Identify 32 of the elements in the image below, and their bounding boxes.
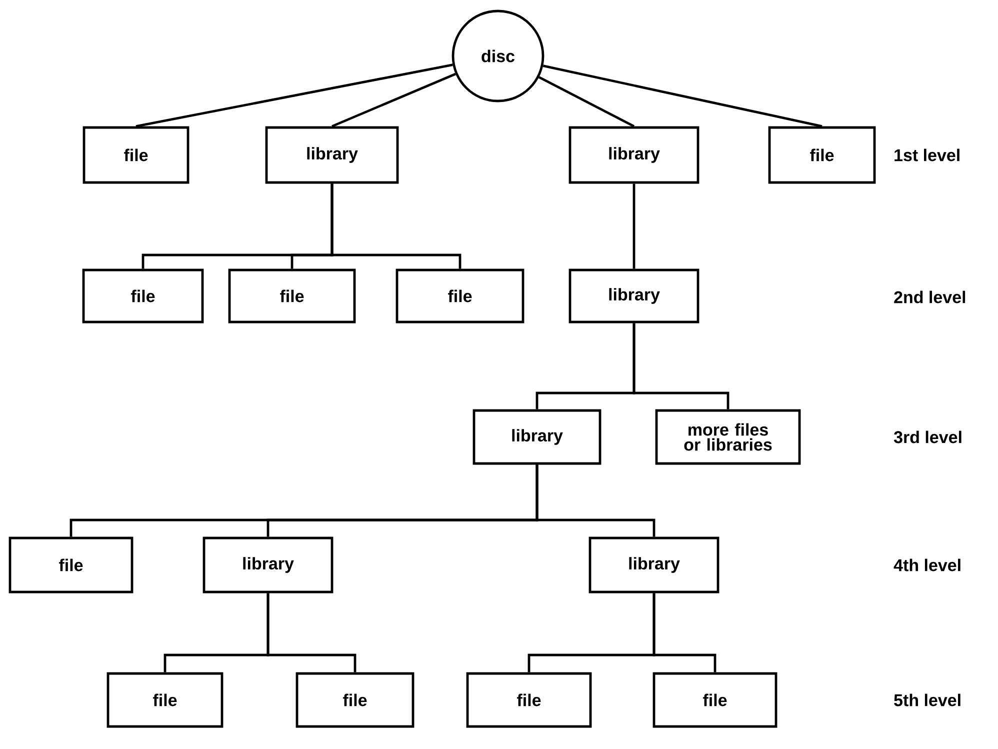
tree-box: file: [466, 672, 592, 728]
tree-box: file: [768, 126, 876, 184]
tree-box: file: [652, 672, 778, 728]
tree-box: library: [568, 126, 700, 184]
tree-box: file: [82, 268, 204, 324]
tree-box: library: [202, 536, 334, 594]
tree-box: file: [106, 672, 224, 728]
level-label: 2nd level: [894, 290, 966, 304]
connector-line: [542, 64, 822, 128]
connector-line: [330, 184, 462, 269]
tree-box: library: [588, 536, 720, 594]
tree-box: file: [82, 126, 190, 184]
connector-line: [266, 593, 356, 672]
connector-line: [632, 323, 730, 410]
connector-line: [652, 593, 716, 672]
tree-box: file: [296, 672, 414, 728]
tree-box: library: [472, 409, 602, 465]
tree-box: file: [396, 268, 524, 324]
connector-line: [632, 184, 636, 269]
tree-box: file: [8, 536, 134, 594]
level-label: 3rd level: [894, 430, 962, 444]
tree-box: library: [265, 126, 399, 184]
connector-line: [136, 64, 453, 128]
level-label: 5th level: [894, 694, 960, 706]
tree-box: file: [228, 268, 356, 324]
tree-box: library: [568, 268, 700, 324]
tree-box: more files or libraries: [655, 409, 801, 465]
connector-line: [332, 72, 456, 128]
connector-line: [538, 76, 635, 128]
level-label: 4th level: [894, 558, 960, 572]
connector-line: [536, 464, 656, 537]
level-label: 1st level: [894, 148, 960, 162]
